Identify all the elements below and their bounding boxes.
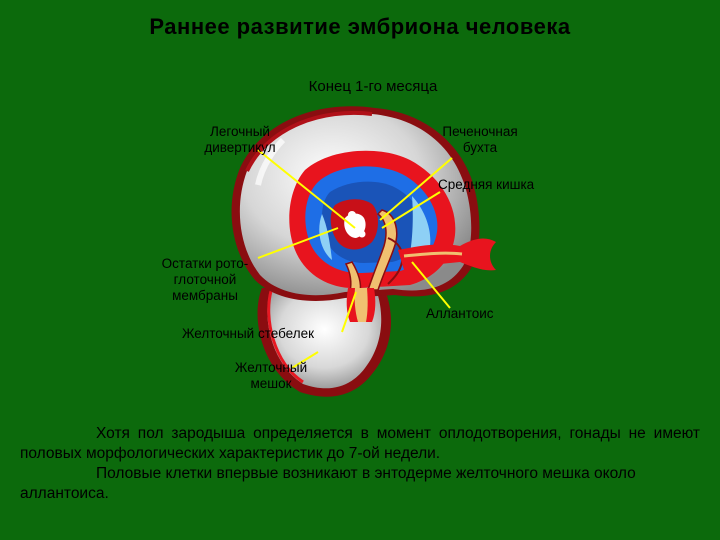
pointer-liver-bay <box>379 157 453 221</box>
label-line: глоточной <box>173 272 237 287</box>
label-line: Желточный <box>234 360 308 375</box>
body-paragraph-1: Хотя пол зародыша определяется в момент … <box>20 424 700 464</box>
pointer-yolk-stalk <box>341 291 357 333</box>
label-line: мешок <box>250 376 292 391</box>
label-lung-diverticulum: Легочный дивертикул <box>194 124 286 156</box>
label-line: Печеночная <box>442 124 518 139</box>
embryo-body <box>289 150 456 289</box>
label-line: Остатки рото- <box>161 256 249 271</box>
label-allantois: Аллантоис <box>426 306 494 321</box>
label-line: дивертикул <box>204 140 276 155</box>
allantois-shape <box>398 238 496 271</box>
pointer-oropharyngeal <box>257 227 339 259</box>
pointer-lines <box>257 149 453 369</box>
body-paragraph-2: Половые клетки впервые возникают в энтод… <box>20 464 700 504</box>
diagram-subtitle: Конец 1-го месяца <box>308 78 438 95</box>
label-oropharyngeal-membrane: Остатки рото- глоточной мембраны <box>148 256 262 304</box>
slide-title: Раннее развитие эмбриона человека <box>149 14 571 39</box>
body-text: Хотя пол зародыша определяется в момент … <box>20 424 700 504</box>
pointer-allantois <box>411 261 451 309</box>
pointer-lung-diverticulum <box>257 149 356 229</box>
label-yolk-sac: Желточный мешок <box>226 360 316 392</box>
label-midgut: Средняя кишка <box>438 177 535 192</box>
label-line: бухта <box>462 140 498 155</box>
label-line: Легочный <box>210 124 270 139</box>
label-liver-bay: Печеночная бухта <box>430 124 530 156</box>
label-line: мембраны <box>172 288 238 303</box>
pointer-midgut <box>381 191 441 229</box>
pointer-yolk-sac <box>291 351 319 369</box>
body-paragraph-1-text: Хотя пол зародыша определяется в момент … <box>20 425 700 462</box>
label-yolk-stalk: Желточный стебелек <box>182 326 315 341</box>
body-paragraph-2-text: Половые клетки впервые возникают в энтод… <box>20 465 636 502</box>
